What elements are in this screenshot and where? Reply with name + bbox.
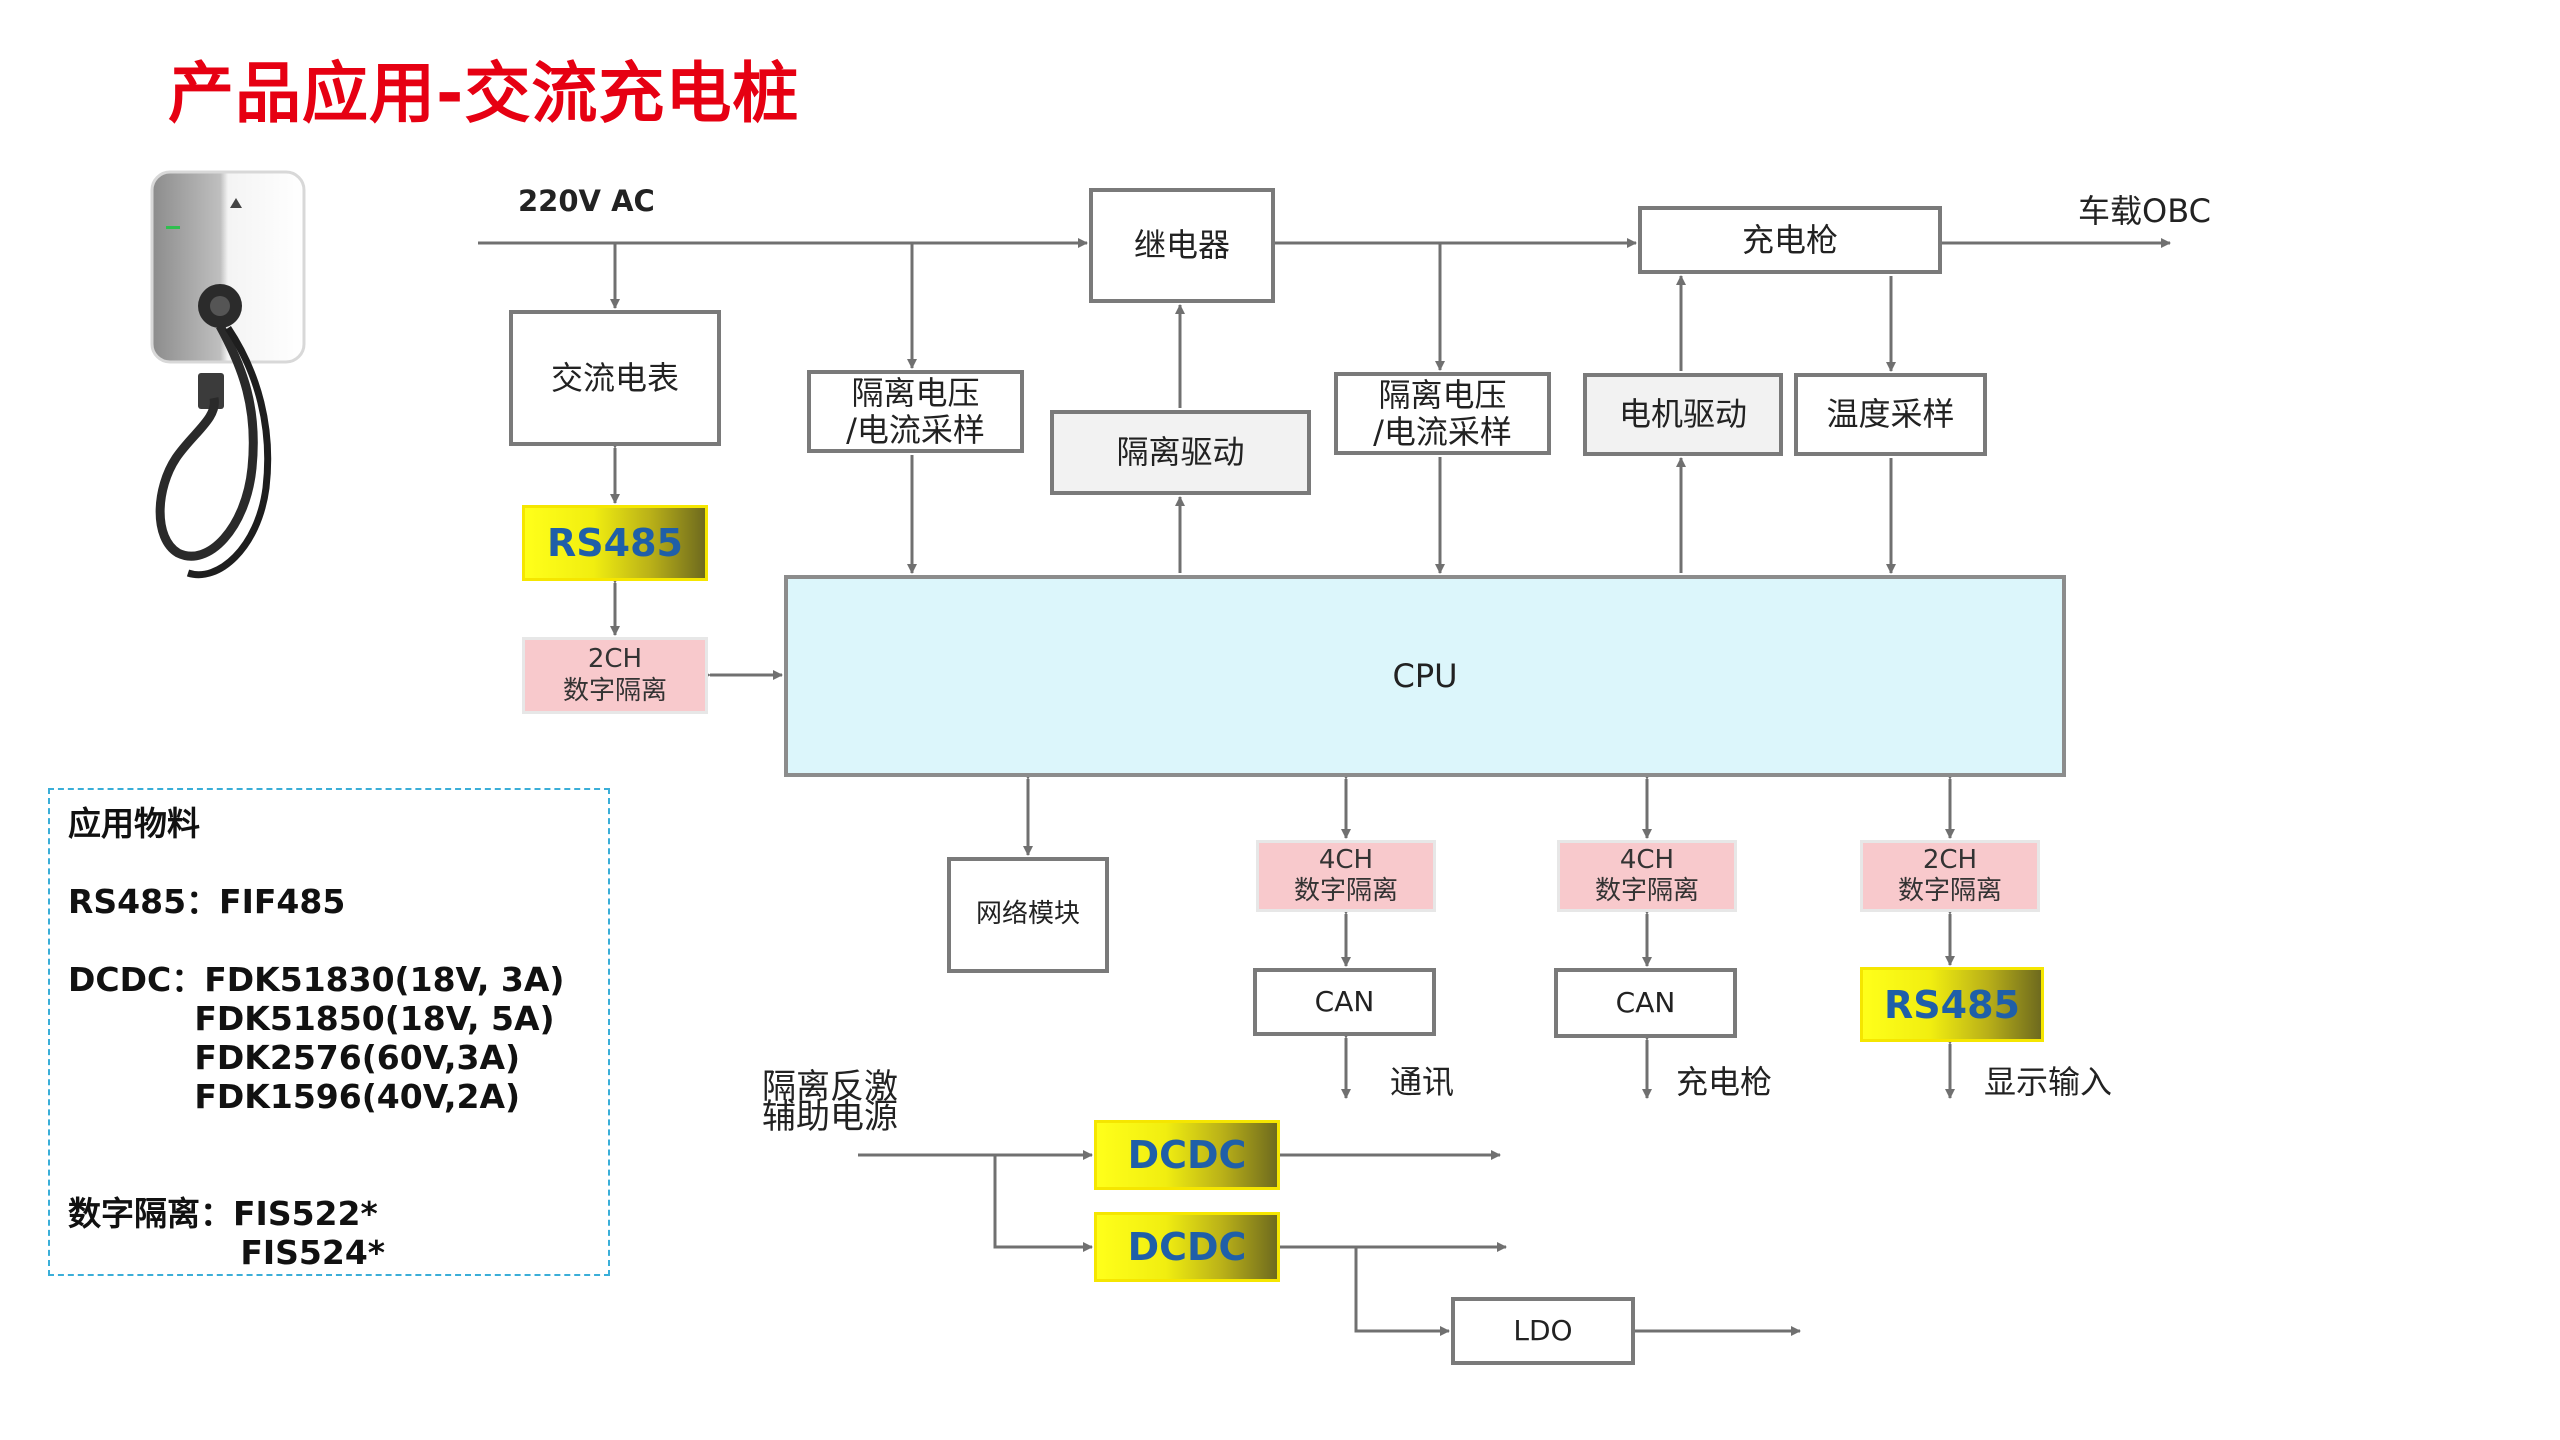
aux-power-label: 隔离反激 辅助电源 (762, 1067, 898, 1137)
isolator-left-label: 2CH 数字隔离 (562, 644, 667, 706)
ldo-box: LDO (1451, 1297, 1635, 1365)
ac-meter-box: 交流电表 (509, 310, 721, 446)
wire-29 (993, 1155, 1093, 1252)
can-box-1-label: CAN (1314, 984, 1375, 1018)
network-module-label: 网络模块 (975, 899, 1080, 930)
network-module-box: 网络模块 (947, 857, 1109, 973)
isolator-can-1: 4CH 数字隔离 (1256, 840, 1436, 912)
iso-drive-box: 隔离驱动 (1050, 410, 1311, 495)
display-input-label: 显示输入 (1984, 1063, 2113, 1101)
relay-box: 继电器 (1089, 188, 1275, 303)
can-box-2: CAN (1554, 968, 1737, 1038)
dcdc-chip-2-label: DCDC (1127, 1225, 1247, 1269)
can-box-2-label: CAN (1615, 985, 1676, 1019)
iso-sense-label-1: 隔离电压 /电流采样 (846, 373, 985, 449)
iso-sense-box-1: 隔离电压 /电流采样 (807, 370, 1024, 453)
relay-label: 继电器 (1133, 226, 1230, 265)
rs485-chip-bottom-label: RS485 (1884, 982, 2020, 1027)
materials-iso-2: FIS524* (68, 1233, 386, 1272)
source-label: 220V AC (518, 184, 655, 218)
can-box-1: CAN (1253, 968, 1436, 1036)
dcdc-chip-1: DCDC (1094, 1120, 1280, 1190)
temp-sample-label: 温度采样 (1826, 395, 1955, 434)
comm-label: 通讯 (1390, 1063, 1455, 1101)
dcdc-chip-2: DCDC (1094, 1212, 1280, 1282)
charging-pile-image (150, 170, 306, 579)
wire-32 (1354, 1247, 1450, 1336)
charge-gun-io-label: 充电枪 (1676, 1063, 1773, 1101)
materials-rs485: RS485：FIF485 (68, 882, 346, 921)
page-title: 产品应用-交流充电桩 (168, 55, 800, 132)
materials-dcdc-1: DCDC：FDK51830(18V, 3A) (68, 960, 565, 999)
ldo-label: LDO (1513, 1313, 1573, 1347)
iso-drive-label: 隔离驱动 (1116, 433, 1245, 472)
isolator-can-2-label: 4CH 数字隔离 (1594, 844, 1699, 906)
materials-heading: 应用物料 (68, 804, 200, 843)
materials-dcdc-3: FDK2576(60V,3A) (68, 1038, 521, 1077)
motor-drive-label: 电机驱动 (1618, 395, 1747, 434)
motor-drive-box: 电机驱动 (1583, 373, 1783, 456)
iso-sense-label-2: 隔离电压 /电流采样 (1373, 375, 1512, 451)
isolator-right: 2CH 数字隔离 (1860, 840, 2040, 912)
charge-gun-label: 充电枪 (1741, 220, 1838, 259)
temp-sample-box: 温度采样 (1794, 373, 1987, 456)
cpu-label: CPU (1392, 656, 1458, 695)
ac-meter-label: 交流电表 (550, 358, 679, 397)
iso-sense-box-2: 隔离电压 /电流采样 (1334, 372, 1551, 455)
rs485-chip-bottom: RS485 (1860, 967, 2044, 1042)
cpu-box: CPU (784, 575, 2066, 777)
charge-gun-box: 充电枪 (1638, 206, 1942, 274)
dcdc-chip-1-label: DCDC (1127, 1133, 1247, 1177)
isolator-left: 2CH 数字隔离 (522, 637, 708, 714)
materials-dcdc-2: FDK51850(18V, 5A) (68, 999, 555, 1038)
isolator-can-2: 4CH 数字隔离 (1557, 840, 1737, 912)
materials-iso-1: 数字隔离：FIS522* (68, 1194, 378, 1233)
rs485-chip-top-label: RS485 (547, 521, 683, 565)
materials-panel: 应用物料 RS485：FIF485 DCDC：FDK51830(18V, 3A)… (48, 788, 610, 1276)
isolator-can-1-label: 4CH 数字隔离 (1293, 844, 1398, 906)
obc-label: 车载OBC (2078, 192, 2211, 230)
materials-dcdc-4: FDK1596(40V,2A) (68, 1077, 521, 1116)
isolator-right-label: 2CH 数字隔离 (1897, 844, 2002, 906)
rs485-chip-top: RS485 (522, 505, 708, 581)
